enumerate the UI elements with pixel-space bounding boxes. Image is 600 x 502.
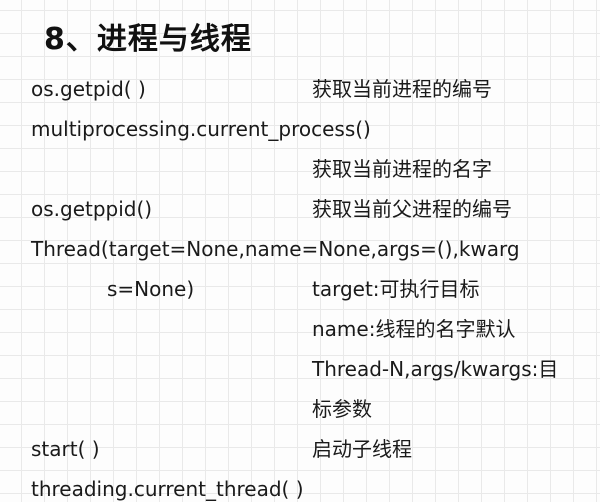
code-thread-constructor-cont: s=None) xyxy=(107,277,195,301)
desc-thread-target: target:可执行目标 xyxy=(312,277,480,301)
section-title: 8、进程与线程 xyxy=(44,22,252,57)
code-os-getpid: os.getpid( ) xyxy=(31,77,146,101)
code-current-process: multiprocessing.current_process() xyxy=(31,117,371,141)
code-current-thread: threading.current_thread( ) xyxy=(31,477,304,501)
desc-thread-name: name:线程的名字默认 xyxy=(312,317,516,341)
desc-thread-args: Thread-N,args/kwargs:目 xyxy=(312,357,559,381)
code-start: start( ) xyxy=(31,437,100,461)
desc-os-getppid: 获取当前父进程的编号 xyxy=(312,197,512,221)
code-thread-constructor: Thread(target=None,name=None,args=(),kwa… xyxy=(31,237,520,261)
code-os-getppid: os.getppid() xyxy=(31,197,153,221)
desc-current-process: 获取当前进程的名字 xyxy=(312,157,492,181)
desc-start: 启动子线程 xyxy=(312,437,412,461)
desc-os-getpid: 获取当前进程的编号 xyxy=(312,77,492,101)
desc-thread-args-cont: 标参数 xyxy=(312,397,372,421)
